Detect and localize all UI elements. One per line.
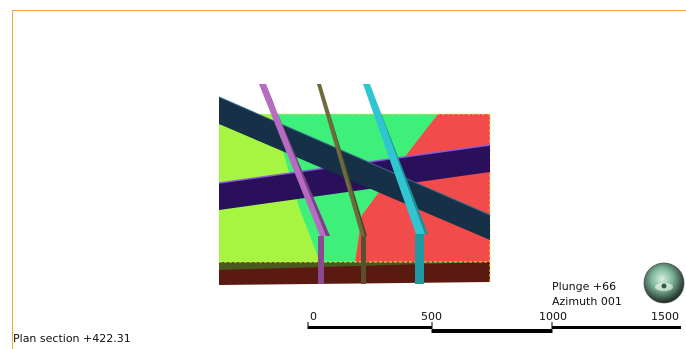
- scale-tick-0: 0: [310, 310, 317, 323]
- viewport-frame: [12, 10, 686, 349]
- plunge-readout: Plunge +66: [552, 280, 617, 293]
- scale-tick-1000: 1000: [539, 310, 567, 323]
- azimuth-readout: Azimuth 001: [552, 295, 622, 308]
- olive-dyke: [317, 84, 367, 284]
- cyan-dyke: [363, 84, 428, 284]
- scale-segment-1: [308, 326, 432, 329]
- scale-tick-1500: 1500: [651, 310, 679, 323]
- scale-tick-500: 500: [421, 310, 442, 323]
- scale-segment-2: [432, 329, 552, 333]
- plan-section-readout: Plan section +422.31: [13, 332, 131, 345]
- scale-segment-3: [552, 326, 681, 329]
- navy-fault-plane: [218, 96, 491, 240]
- orientation-sphere-icon[interactable]: [643, 262, 685, 304]
- pink-dyke: [259, 84, 330, 284]
- scale-bar: 0 500 1000 1500: [305, 310, 685, 349]
